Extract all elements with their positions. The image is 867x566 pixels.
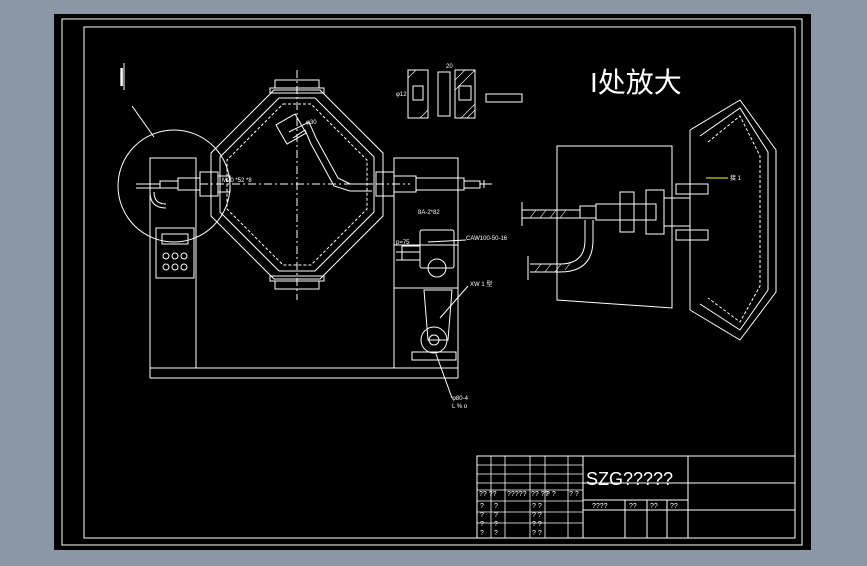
keypad-key — [180, 252, 188, 260]
stage-label: ?? — [670, 503, 678, 510]
title-block-grid — [476, 455, 584, 539]
title-row-cell: ? ? — [532, 503, 542, 510]
title-row-cell: ? ? — [532, 530, 542, 537]
internal-heating-pipe — [288, 121, 372, 185]
stage-label: ?? — [650, 503, 658, 510]
title-header-cell: ? ? — [546, 491, 556, 498]
detail-leader — [131, 105, 155, 138]
keypad-key — [180, 263, 188, 271]
sheet-background — [54, 14, 811, 550]
detail-vessel-outer — [689, 99, 777, 341]
stage-label: ???? — [592, 503, 608, 510]
title-header-cell: ?? ?? — [531, 491, 549, 498]
title-row-cell: ? ? — [532, 521, 542, 528]
title-row-cell: ? — [494, 503, 498, 510]
title-row-cell: ? — [494, 521, 498, 528]
keypad-key — [171, 252, 179, 260]
keypad-key — [171, 263, 179, 271]
detail-support-plate — [556, 145, 673, 309]
section-view-4 — [485, 93, 523, 103]
enlarged-detail-view — [521, 99, 777, 341]
section-view-1 — [407, 69, 429, 119]
title-row-cell: ? — [494, 530, 498, 537]
title-row-cell: ? — [480, 521, 484, 528]
view-note: L % o — [452, 404, 468, 410]
thread-label: M20 *52 *8 — [222, 178, 252, 184]
drawing-name: SZG????? — [586, 469, 673, 489]
title-block-rows: ?? ? ??? ? ??? ? ??? ? ? — [480, 503, 542, 537]
detail-dim-1: φ12 — [396, 92, 407, 98]
vessel-inner-shell — [219, 97, 375, 272]
detail-vessel-inner — [699, 107, 769, 331]
right-support-frame — [393, 157, 459, 369]
keypad-key — [162, 263, 170, 271]
joint-label: 接 1 — [730, 174, 742, 182]
detail-marker-label: I — [118, 62, 125, 92]
inner-frame — [83, 26, 796, 539]
section-hatching — [407, 69, 476, 119]
bolt-label: 8A-2*82 — [418, 210, 440, 216]
detail-hose-lower — [530, 220, 586, 265]
control-keypad — [162, 252, 188, 271]
vessel-dim: φ30 — [306, 120, 317, 126]
title-header-cell: ????? — [507, 491, 527, 498]
reducer-label: XW 1 型 — [470, 280, 492, 288]
vessel-outer-shell — [210, 89, 384, 280]
control-panel — [155, 227, 195, 279]
stage-label: ?? — [629, 503, 637, 510]
control-display — [161, 233, 189, 245]
hose-hatching — [529, 209, 572, 273]
detail-callout-circle — [117, 129, 231, 243]
title-block-stage-labels: ?????????? — [592, 503, 678, 510]
title-row-cell: ? ? — [532, 512, 542, 519]
motor-flange — [427, 258, 447, 278]
internal-filter — [275, 113, 307, 145]
keypad-key — [162, 252, 170, 260]
title-header-cell: ?? ?? — [479, 491, 497, 498]
title-row-cell: ? — [480, 530, 484, 537]
detail-view-title: I处放大 — [590, 67, 682, 98]
title-header-cell: ? ? — [569, 491, 579, 498]
outer-frame — [61, 18, 803, 546]
detail-dim-2: 20 — [446, 64, 453, 70]
reducer-column — [423, 289, 453, 341]
title-block-header: ?? ????????? ??? ?? ? — [479, 491, 579, 498]
section-view-2 — [437, 71, 451, 117]
main-elevation-view — [117, 63, 492, 399]
title-row-cell: ? — [480, 503, 484, 510]
reducer-base — [411, 351, 457, 361]
pressure-label: p=75 — [396, 240, 410, 246]
shaft-note: φ80-4 — [452, 396, 469, 402]
pump-label: CAW100-50-16 — [466, 236, 508, 242]
title-row-cell: ? — [494, 512, 498, 519]
reducer-wheel — [420, 326, 448, 354]
title-row-cell: ? — [480, 512, 484, 519]
